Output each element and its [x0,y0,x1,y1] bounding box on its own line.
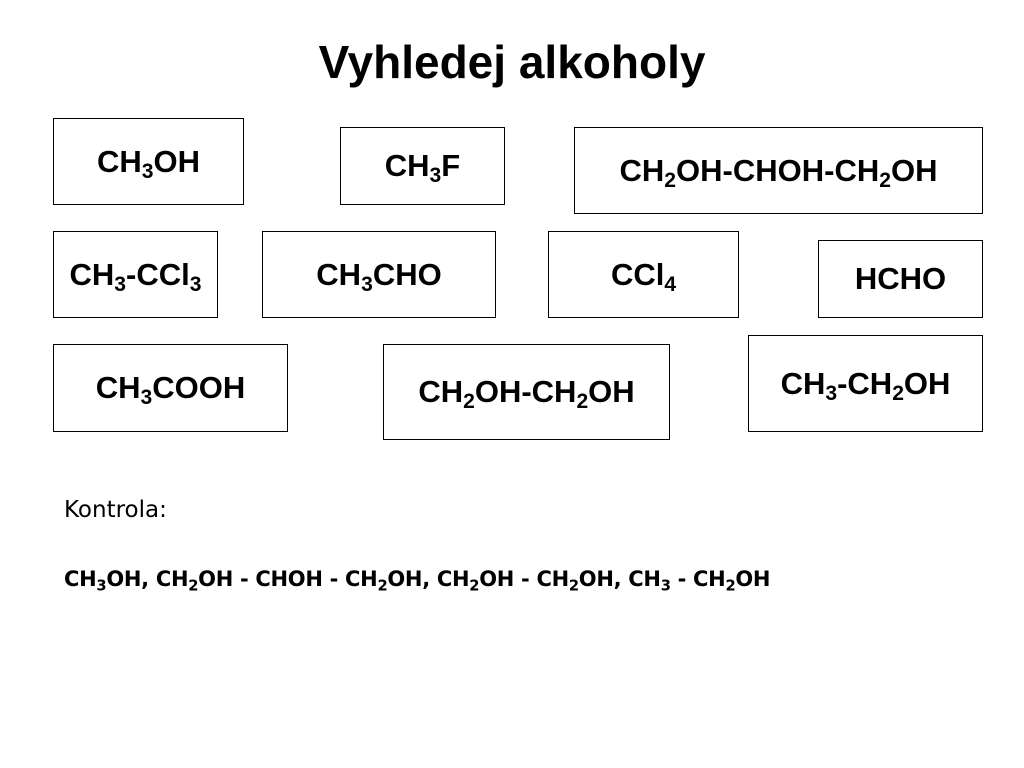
formula-label: CH3CHO [316,256,442,296]
formula-text: CH [96,143,142,179]
formula-label: CCl4 [610,256,677,296]
formula-subscript: 3 [429,163,442,187]
formula-subscript: 3 [114,272,127,296]
formula-subscript: 3 [825,381,838,405]
formula-box-glycerol[interactable]: CH2OH-CHOH-CH2OH [574,127,983,214]
formula-text: CH [780,365,826,401]
formula-text: CH [619,152,665,188]
formula-text: CCl [610,256,665,292]
formula-text: CH [69,256,115,292]
formula-text: OH, CH [578,567,661,591]
formula-subscript: 4 [664,272,677,296]
formula-text: -CCl [126,256,190,292]
formula-subscript: 2 [463,389,475,413]
formula-subscript: 2 [576,389,589,413]
formula-text: OH [153,143,201,179]
formula-label: HCHO [855,261,946,297]
formula-subscript: 3 [361,272,373,296]
formula-label: CH3OH [96,143,201,183]
formula-text: OH [890,152,938,188]
formula-box-formaldehyde[interactable]: HCHO [818,240,983,318]
check-label: Kontrola: [64,497,167,523]
formula-subscript: 2 [568,577,579,595]
formula-box-trichloroethane[interactable]: CH3-CCl3 [53,231,218,318]
formula-text: OH, CH [106,567,189,591]
formula-text: HCHO [854,261,947,296]
formula-label: CH3-CCl3 [69,256,202,296]
formula-text: - CH [670,567,726,591]
formula-subscript: 3 [96,577,107,595]
formula-subscript: 2 [879,168,891,192]
formula-text: CH [384,148,430,183]
formula-text: OH - CHOH - CH [198,567,378,591]
formula-text: CHO [372,256,442,292]
formula-subscript: 2 [188,577,199,595]
formula-text: OH [588,374,635,409]
formula-text: COOH [152,370,246,405]
slide-title: Vyhledej alkoholy [318,36,706,88]
formula-text: OH [903,365,951,401]
formula-text: CH [418,374,464,409]
formula-box-methanol[interactable]: CH3OH [53,118,244,205]
formula-subscript: 2 [892,381,904,405]
formula-subscript: 2 [725,577,736,595]
formula-subscript: 2 [377,577,388,595]
formula-box-carbon-tetrachloride[interactable]: CCl4 [548,231,739,318]
formula-label: CH3COOH [95,370,246,409]
formula-box-acetaldehyde[interactable]: CH3CHO [262,231,496,318]
formula-text: CH [316,256,362,292]
formula-label: CH3-CH2OH [780,365,951,405]
formula-text: OH [735,567,771,591]
formula-text: OH-CH [474,374,577,409]
formula-box-acetic-acid[interactable]: CH3COOH [53,344,288,432]
formula-text: CH [95,370,141,405]
formula-box-fluoromethane[interactable]: CH3F [340,127,505,205]
formula-subscript: 2 [664,168,677,192]
formula-subscript: 2 [469,577,480,595]
formula-text: -CH [837,365,893,401]
formula-label: CH2OH-CH2OH [418,374,635,413]
formula-text: F [441,148,461,183]
formula-text: OH, CH [387,567,470,591]
formula-text: OH-CHOH-CH [676,152,880,188]
formula-subscript: 3 [140,385,153,409]
formula-subscript: 3 [660,577,671,595]
formula-box-ethanol[interactable]: CH3-CH2OH [748,335,983,432]
formula-label: CH3F [384,148,461,187]
formula-label: CH2OH-CHOH-CH2OH [619,152,938,192]
formula-text: OH - CH [479,567,569,591]
formula-subscript: 3 [141,159,154,183]
formula-text: CH [64,567,97,591]
answer-line: CH3OH, CH2OH - CHOH - CH2OH, CH2OH - CH2… [64,562,770,596]
formula-subscript: 3 [189,272,202,296]
formula-box-ethylene-glycol[interactable]: CH2OH-CH2OH [383,344,670,440]
